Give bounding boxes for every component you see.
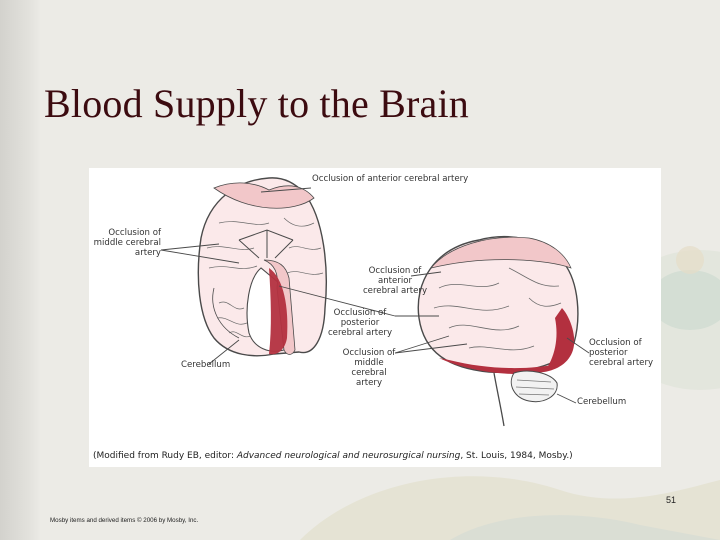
lateral-brain-view <box>417 236 579 427</box>
figure-caption: (Modified from Rudy EB, editor: Advanced… <box>93 451 573 461</box>
label-lateral-cerebellum: Cerebellum <box>577 397 627 407</box>
copyright-notice: Mosby items and derived items © 2006 by … <box>50 517 199 524</box>
page-number: 51 <box>666 495 677 505</box>
label-lateral-posterior-occlusion-left: Occlusion of posterior cerebral artery <box>327 308 393 338</box>
caption-suffix: , St. Louis, 1984, Mosby.) <box>460 451 573 461</box>
caption-prefix: (Modified from Rudy EB, editor: <box>93 451 237 461</box>
label-lateral-middle-occlusion: Occlusion of middle cerebral artery <box>342 348 396 388</box>
label-lateral-anterior-occlusion: Occlusion of anterior cerebral artery <box>362 266 428 296</box>
brain-illustration <box>160 177 590 427</box>
label-inferior-cerebellum: Cerebellum <box>181 360 231 370</box>
label-inferior-anterior-occlusion: Occlusion of anterior cerebral artery <box>312 174 469 184</box>
label-lateral-posterior-occlusion-right: Occlusion of posterior cerebral artery <box>589 338 654 368</box>
slide-title: Blood Supply to the Brain <box>44 81 469 126</box>
brain-blood-supply-figure: Occlusion of anterior cerebral artery Oc… <box>89 168 661 467</box>
caption-book-title: Advanced neurological and neurosurgical … <box>236 451 461 461</box>
label-inferior-middle-occlusion: Occlusion of middle cerebral artery <box>93 228 161 258</box>
slide-left-strip <box>0 0 40 540</box>
leader-lines <box>160 187 590 404</box>
inferior-brain-view <box>197 177 327 357</box>
